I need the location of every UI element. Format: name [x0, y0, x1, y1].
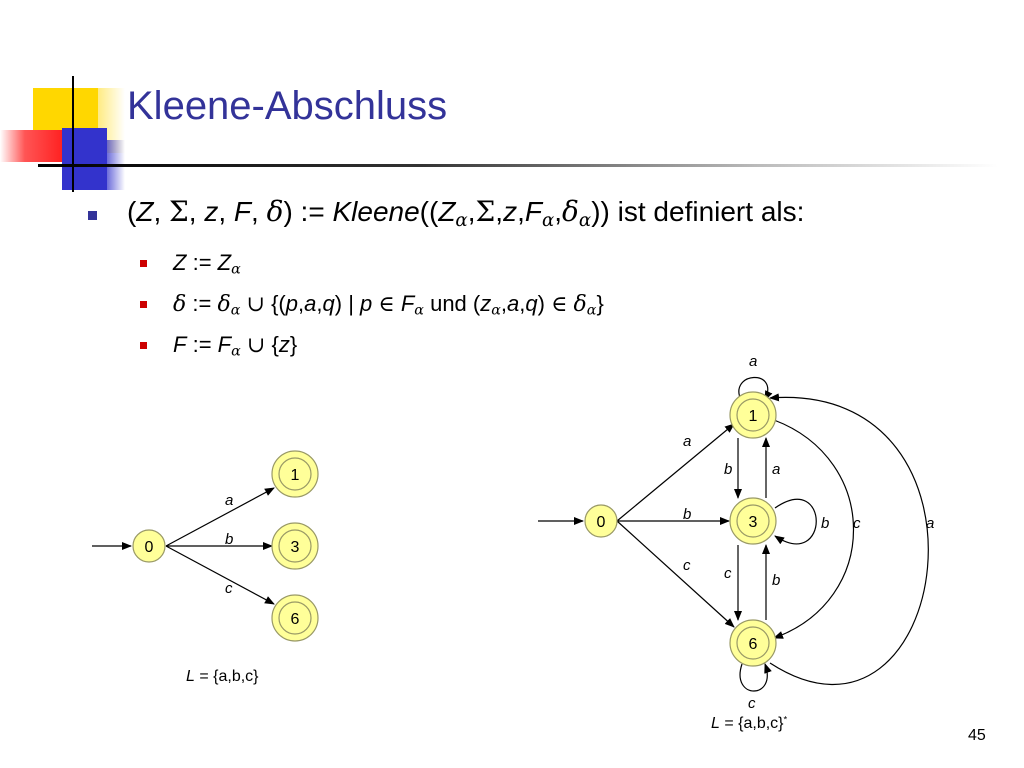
left-edge-label-a: a: [225, 492, 233, 509]
left-edge-0-6: [165, 545, 275, 605]
title-underline: [38, 164, 998, 167]
right-loop-1: [738, 376, 773, 401]
main-bullet-text: (Z, Σ, z, F, δ) := Kleene((Zα,Σ,z,Fα,δα)…: [127, 195, 805, 231]
right-state-3: 3: [729, 497, 777, 545]
right-label-3-1-a: a: [772, 461, 780, 478]
slide-title: Kleene-Abschluss: [127, 84, 448, 128]
right-automaton: 0 1 3 6 a a b c b a b c b c a c: [538, 353, 934, 712]
right-state-3-label: 3: [749, 514, 758, 531]
right-state-0: 0: [584, 504, 618, 538]
right-label-6-1-a: a: [926, 515, 934, 532]
right-label-0-6-c: c: [683, 557, 691, 574]
left-state-1-label: 1: [291, 467, 300, 484]
left-edge-0-1: [165, 487, 275, 547]
right-loop-3: [774, 498, 817, 545]
left-edge-label-c: c: [225, 580, 233, 597]
right-label-1-6-c: c: [853, 515, 861, 532]
left-automaton: 0 1 3 6 a b c: [92, 450, 319, 642]
left-state-0: 0: [132, 529, 166, 563]
right-language-label: L = {a,b,c}*: [711, 714, 788, 732]
left-state-0-label: 0: [145, 539, 154, 556]
right-state-1: 1: [729, 391, 777, 439]
right-state-1-label: 1: [749, 408, 758, 425]
right-label-6-3-b: b: [772, 572, 780, 589]
decor-red-bar: [0, 130, 62, 162]
left-edge-label-b: b: [225, 531, 233, 548]
left-state-6-label: 6: [291, 611, 300, 628]
right-edge-6-1: [769, 393, 929, 686]
right-edge-0-6: [616, 520, 735, 628]
right-state-0-label: 0: [597, 514, 606, 531]
right-label-0-3-b: b: [683, 506, 691, 523]
sub-bullet-square-icon: [140, 260, 147, 267]
sub-bullet-square-icon: [140, 301, 147, 308]
right-state-6-label: 6: [749, 636, 758, 653]
right-label-1-3-b: b: [724, 461, 732, 478]
right-label-loop1-a: a: [749, 353, 757, 370]
right-edge-0-1: [616, 423, 735, 522]
left-state-3: 3: [271, 522, 319, 570]
left-state-3-label: 3: [291, 539, 300, 556]
right-state-6: 6: [729, 619, 777, 667]
decor-corner-graphic: [0, 0, 130, 200]
sub-bullet-square-icon: [140, 342, 147, 349]
right-label-loop3-b: b: [821, 515, 829, 532]
page-number: 45: [968, 727, 986, 744]
left-state-1: 1: [271, 450, 319, 498]
right-loop-6: [739, 663, 772, 692]
right-label-3-6-c: c: [724, 565, 732, 582]
left-state-6: 6: [271, 594, 319, 642]
left-language-label: L = {a,b,c}: [186, 668, 259, 685]
right-edge-1-6: [773, 419, 855, 639]
decor-blue-square: [62, 128, 107, 190]
right-label-loop6-c: c: [748, 695, 756, 712]
right-label-0-1-a: a: [683, 433, 691, 450]
bullet-square-icon: [88, 211, 97, 220]
decor-vertical-line: [72, 76, 74, 192]
